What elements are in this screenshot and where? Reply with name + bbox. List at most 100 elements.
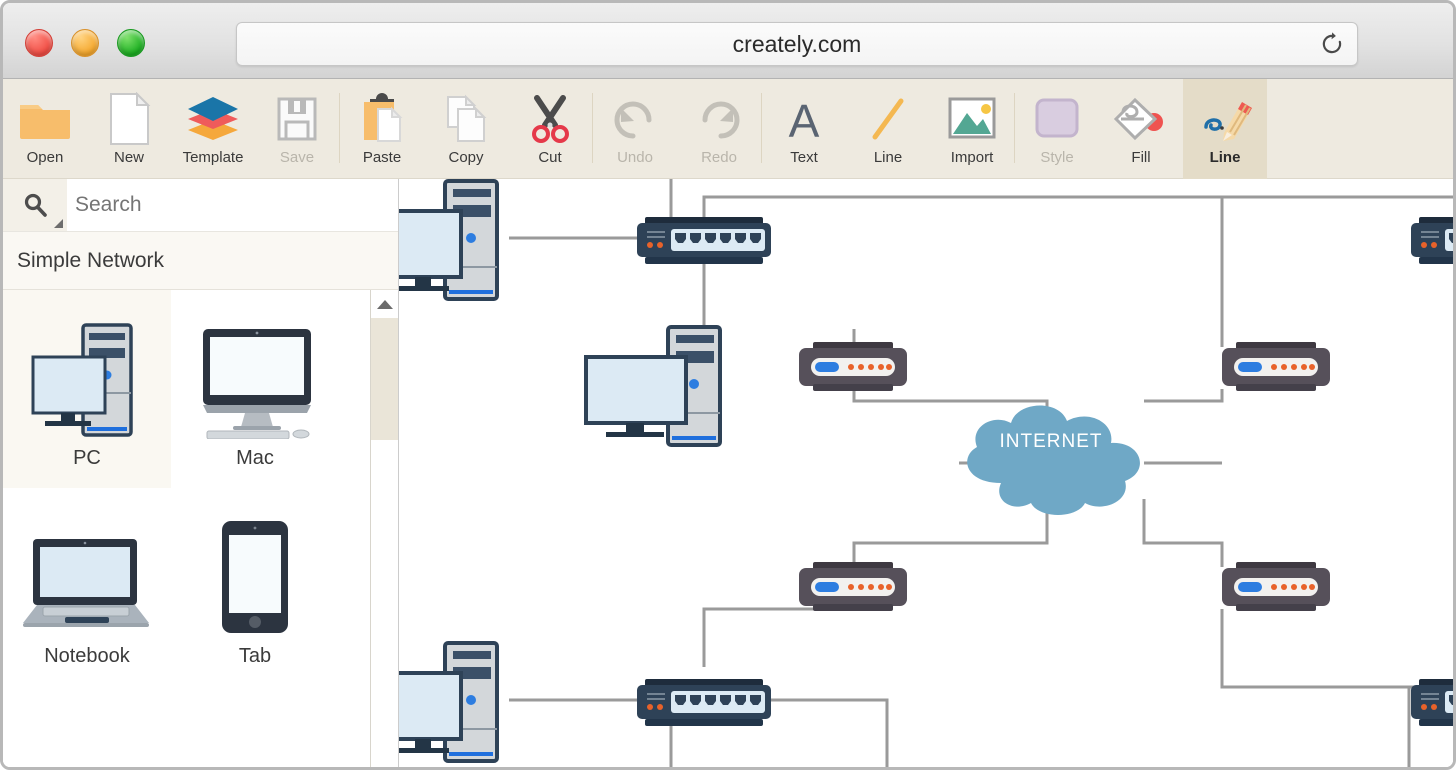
toolbar-button-import[interactable]: Import [930, 79, 1014, 179]
toolbar-button-cut[interactable]: Cut [508, 79, 592, 179]
node-pc-top-left[interactable] [399, 179, 499, 301]
toolbar-button-fill[interactable]: Fill [1099, 79, 1183, 179]
shape-label-pc: PC [73, 446, 101, 469]
pc-icon [17, 309, 157, 439]
shape-category-header[interactable]: Simple Network [3, 232, 398, 290]
tablet-partial-a-icon [32, 716, 142, 767]
toolbar-button-save[interactable]: Save [255, 79, 339, 179]
sidebar-scrollbar[interactable] [370, 290, 398, 767]
toolbar-divider-3 [761, 93, 762, 163]
toolbar-label-undo: Undo [617, 149, 653, 166]
toolbar-divider-1 [339, 93, 340, 163]
shape-item-notebook[interactable]: Notebook [3, 488, 171, 686]
scrollbar-up-button[interactable] [371, 290, 398, 318]
browser-titlebar: creately.com [3, 3, 1453, 79]
shape-item-mac[interactable]: Mac [171, 290, 339, 488]
toolbar-button-style[interactable]: Style [1015, 79, 1099, 179]
toolbar-button-line-pencil[interactable]: Line [1183, 79, 1267, 179]
toolbar-label-line: Line [873, 149, 903, 166]
toolbar-label-save: Save [279, 149, 315, 166]
network-diagram: INTERNET [399, 179, 1453, 767]
zoom-window-button[interactable] [117, 29, 145, 57]
shape-category-label: Simple Network [17, 248, 165, 272]
toolbar-label-fill: Fill [1131, 149, 1151, 166]
search-icon [24, 193, 47, 217]
toolbar-label-template: Template [182, 149, 244, 166]
toolbar-divider-4 [1014, 93, 1015, 163]
window-traffic-lights [25, 29, 145, 57]
folder-icon [18, 91, 72, 147]
node-router-right-upper[interactable] [1222, 342, 1330, 391]
toolbar-button-paste[interactable]: Paste [340, 79, 424, 179]
node-router-left-upper[interactable] [799, 342, 907, 391]
node-router-left-lower[interactable] [799, 562, 907, 611]
toolbar-button-undo[interactable]: Undo [593, 79, 677, 179]
paint-envelope-icon [1113, 91, 1169, 147]
notebook-icon [17, 507, 157, 637]
svg-text:A: A [789, 95, 820, 143]
cloud-label: INTERNET [1000, 431, 1103, 452]
tab-icon [200, 507, 310, 637]
shape-item-tab[interactable]: Tab [171, 488, 339, 686]
node-pc-bottom-left[interactable] [399, 641, 499, 763]
shape-label-notebook: Notebook [44, 644, 130, 667]
toolbar-button-copy[interactable]: Copy [424, 79, 508, 179]
undo-arrow-icon [609, 91, 661, 147]
minimize-window-button[interactable] [71, 29, 99, 57]
mac-icon [185, 309, 325, 439]
shape-item-pc[interactable]: PC [3, 290, 171, 488]
toolbar-label-line-pencil: Line [1209, 149, 1241, 166]
connector-overlay [399, 179, 1453, 767]
toolbar-button-new[interactable]: New [87, 79, 171, 179]
toolbar-label-paste: Paste [362, 149, 402, 166]
shape-library-sidebar: Simple Network P [3, 179, 399, 767]
clipboard-icon [356, 91, 408, 147]
tablet-partial-b-icon [190, 716, 320, 767]
search-input[interactable] [67, 179, 398, 231]
toolbar-label-open: Open [26, 149, 64, 166]
internet-cloud[interactable]: INTERNET [967, 405, 1140, 515]
scissors-icon [524, 91, 576, 147]
toolbar-label-new: New [113, 149, 144, 166]
triangle-up-icon [376, 300, 393, 309]
chevron-down-icon [54, 219, 63, 228]
address-bar-url: creately.com [732, 31, 862, 57]
diagonal-line-icon [865, 91, 911, 147]
toolbar-button-open[interactable]: Open [3, 79, 87, 179]
toolbar-button-template[interactable]: Template [171, 79, 255, 179]
toolbar-label-import: Import [950, 149, 994, 166]
toolbar-divider-2 [592, 93, 593, 163]
search-scope-button[interactable] [3, 179, 67, 231]
scrollbar-thumb[interactable] [371, 318, 398, 440]
shape-label-tab: Tab [238, 644, 272, 667]
node-router-right-lower[interactable] [1222, 562, 1330, 611]
shape-item-partial-b[interactable] [171, 686, 339, 767]
toolbar-button-line[interactable]: Line [846, 79, 930, 179]
reload-icon[interactable] [1319, 31, 1345, 57]
rounded-square-icon [1031, 91, 1083, 147]
shape-item-partial-a[interactable] [3, 686, 171, 767]
diagram-canvas[interactable]: INTERNET [399, 179, 1453, 767]
node-switch-bottom-left[interactable] [637, 679, 771, 726]
page-icon [107, 91, 151, 147]
toolbar-button-text[interactable]: A Text [762, 79, 846, 179]
shape-grid: PC Mac [3, 290, 371, 767]
toolbar-label-style: Style [1040, 149, 1074, 166]
toolbar-label-copy: Copy [448, 149, 484, 166]
letter-a-icon: A [781, 91, 827, 147]
toolbar-label-cut: Cut [538, 149, 562, 166]
copy-icon [440, 91, 492, 147]
search-row [3, 179, 398, 232]
node-switch-top-left[interactable] [637, 217, 771, 264]
node-switch-bottom-right[interactable] [1411, 679, 1453, 726]
shape-label-mac: Mac [236, 446, 274, 469]
node-pc-middle-left[interactable] [584, 325, 722, 447]
layers-icon [185, 91, 241, 147]
toolbar-button-redo[interactable]: Redo [677, 79, 761, 179]
image-icon [946, 91, 998, 147]
close-window-button[interactable] [25, 29, 53, 57]
pencil-icon [1194, 91, 1256, 147]
node-switch-top-right[interactable] [1411, 217, 1453, 264]
address-bar[interactable]: creately.com [236, 22, 1358, 66]
